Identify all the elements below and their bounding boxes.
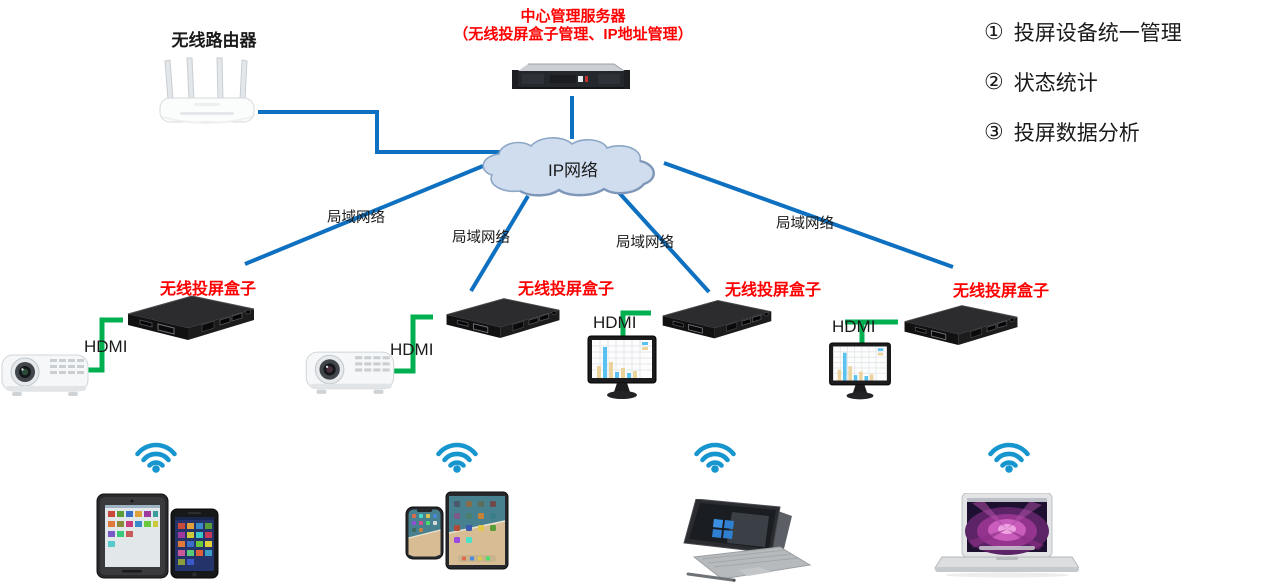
cloud-label: IP网络: [547, 161, 599, 180]
wifi-icon-3: [694, 442, 736, 473]
screen-mirroring-box-4: [904, 305, 1018, 346]
feature-list: ① 投屏设备统一管理 ② 状态统计 ③ 投屏数据分析: [984, 16, 1182, 166]
lan-link-1: [244, 164, 484, 266]
wifi-icon-4: [988, 442, 1030, 473]
feature-bullet-3: ③: [984, 119, 1004, 144]
feature-text-1: 投屏设备统一管理: [1013, 22, 1182, 45]
hdmi-cable-1: [79, 317, 123, 373]
hdmi-label-3: HDMI: [593, 313, 637, 332]
server-label: 中心管理服务器 （无线投屏盒子管理、IP地址管理）: [388, 8, 758, 44]
projector-1: [1, 354, 89, 396]
router-label: 无线路由器: [171, 31, 257, 50]
surface-laptop: [683, 499, 812, 582]
box-label-3: 无线投屏盒子: [724, 282, 821, 299]
tablet: [96, 493, 169, 579]
monitor-with-chart-4: [829, 342, 891, 400]
ipad: [445, 491, 509, 570]
network-cloud: [482, 137, 655, 197]
lan-label-1: 局域网络: [327, 210, 385, 226]
feature-bullet-1: ①: [984, 19, 1004, 44]
screen-mirroring-box-3: [662, 300, 772, 339]
feature-bullet-2: ②: [984, 69, 1004, 94]
smartphone: [170, 508, 219, 579]
server-title: 中心管理服务器: [520, 8, 626, 25]
box-label-1: 无线投屏盒子: [159, 281, 256, 298]
wifi-icon-1: [135, 442, 177, 473]
box-label-2: 无线投屏盒子: [517, 281, 614, 298]
macbook: [934, 493, 1079, 578]
iphone: [405, 506, 444, 560]
screen-mirroring-box-2: [446, 298, 560, 339]
lan-link-4: [663, 161, 954, 269]
hdmi-cable-2: [392, 314, 433, 374]
feature-text-2: 状态统计: [1013, 72, 1098, 95]
feature-text-3: 投屏数据分析: [1013, 122, 1140, 145]
hdmi-label-1: HDMI: [84, 337, 128, 356]
feature-item-2: ② 状态统计: [984, 66, 1182, 98]
rack-server-image: [512, 63, 630, 89]
lan-label-3: 局域网络: [616, 235, 674, 251]
feature-item-1: ① 投屏设备统一管理: [984, 16, 1182, 48]
hdmi-label-2: HDMI: [390, 340, 434, 359]
wifi-icon-2: [436, 442, 478, 473]
router-to-cloud-link: [258, 110, 501, 154]
server-subtitle: （无线投屏盒子管理、IP地址管理）: [453, 26, 693, 43]
hdmi-label-4: HDMI: [832, 317, 876, 336]
lan-link-2: [469, 194, 530, 293]
projector-2: [305, 351, 395, 394]
lan-label-2: 局域网络: [452, 230, 510, 246]
box-label-4: 无线投屏盒子: [952, 283, 1049, 300]
screen-mirroring-box-1: [127, 295, 255, 340]
lan-label-4: 局域网络: [776, 216, 834, 232]
feature-item-3: ③ 投屏数据分析: [984, 116, 1182, 148]
monitor-with-chart-3: [587, 335, 657, 399]
lan-link-3: [611, 184, 711, 294]
wireless-router-image: [159, 57, 255, 124]
hdmi-cable-3: [620, 310, 651, 342]
